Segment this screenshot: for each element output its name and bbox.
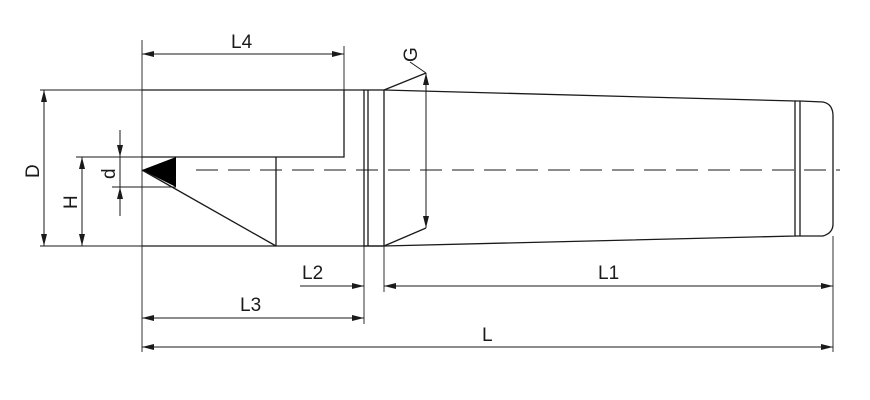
dimension-h: H — [61, 157, 85, 246]
dimension-l4: L4 — [142, 32, 344, 57]
tang-end — [795, 100, 834, 237]
label-d-tip: d — [99, 168, 120, 179]
dimension-g: G — [401, 47, 429, 228]
carbide-tip — [142, 157, 176, 187]
label-l: L — [482, 325, 493, 346]
collar — [363, 89, 385, 247]
dimension-l3: L3 — [142, 295, 364, 321]
dimension-d-major: D — [23, 90, 47, 246]
extension-lines — [40, 40, 834, 352]
label-l1: L1 — [598, 263, 619, 284]
label-l2: L2 — [302, 263, 323, 284]
dimension-l2: L2 — [300, 263, 396, 289]
label-l4: L4 — [231, 32, 253, 53]
dimension-l1: L1 — [384, 263, 833, 289]
part-outline — [141, 72, 834, 247]
label-d-major: D — [23, 164, 44, 178]
label-l3: L3 — [240, 295, 261, 316]
label-h: H — [61, 195, 82, 209]
dimension-l: L — [142, 325, 833, 350]
label-g: G — [401, 47, 422, 62]
taper-lower-chamfer — [383, 227, 427, 247]
dimension-d-tip: d — [99, 130, 123, 216]
head-outline — [142, 89, 345, 158]
taper-upper-chamfer — [383, 72, 427, 91]
chamfer-line — [141, 169, 277, 247]
taper-shank — [383, 89, 796, 247]
